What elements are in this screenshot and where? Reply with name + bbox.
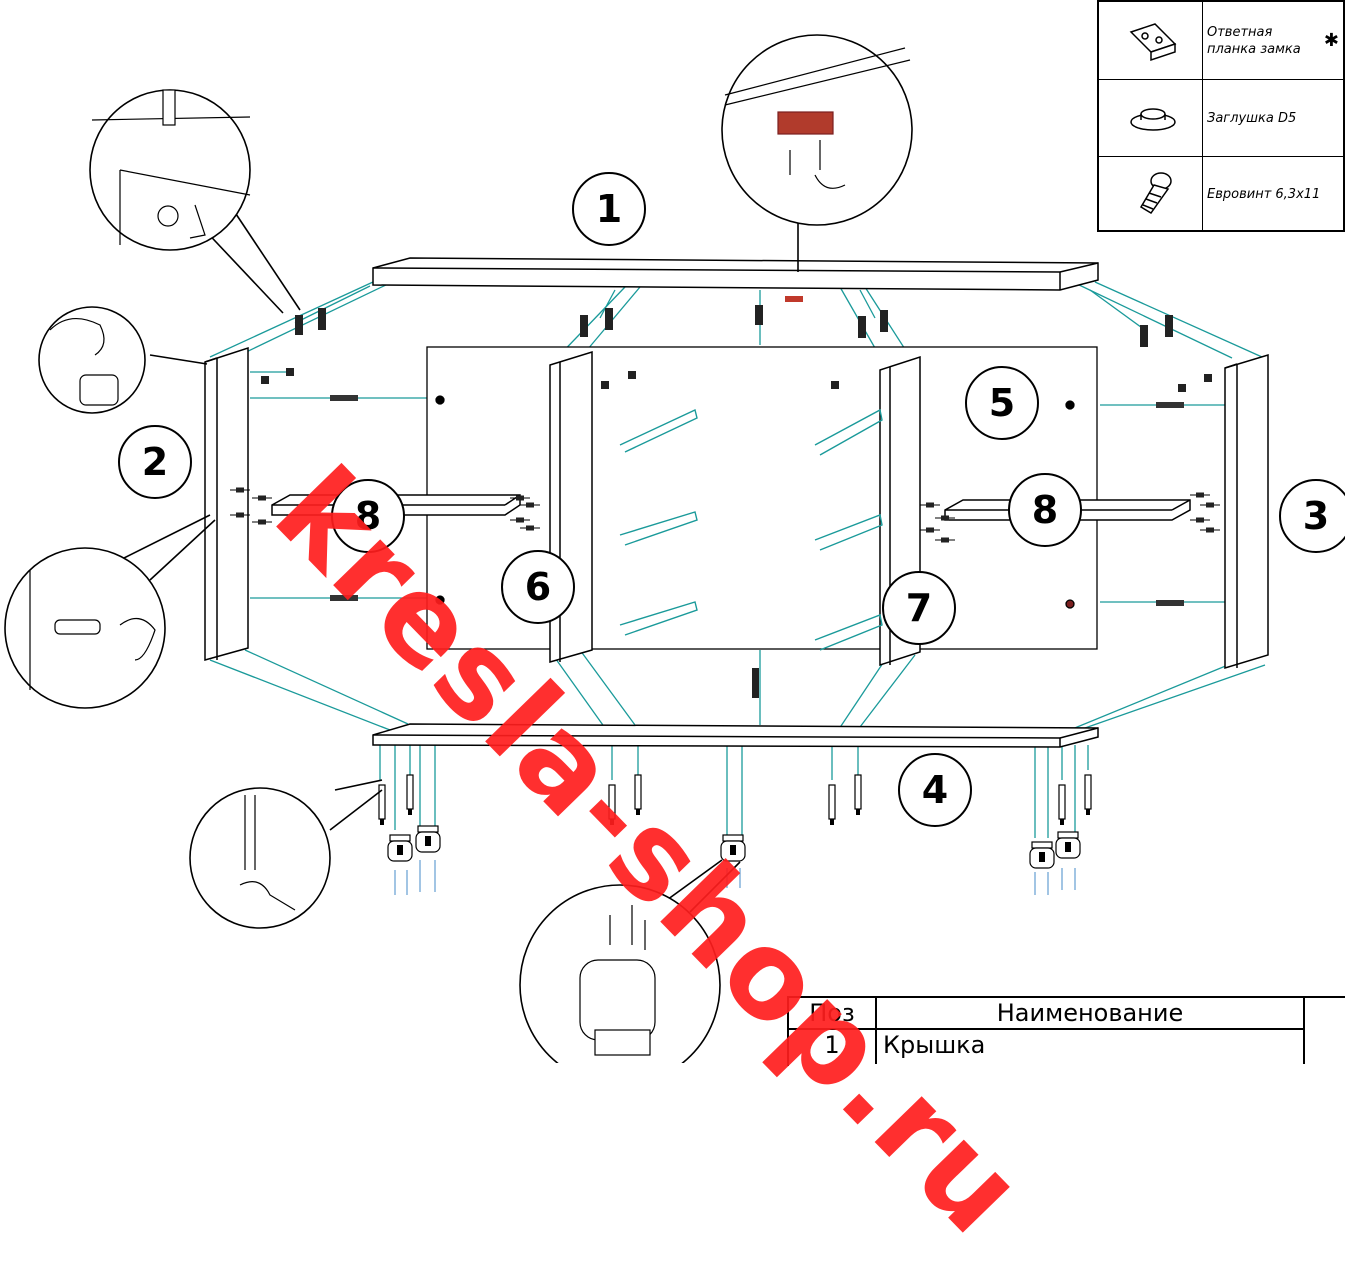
position-1: 1 xyxy=(572,172,646,246)
legend-row-cap-plug: Заглушка D5 xyxy=(1099,80,1343,157)
position-8-right: 8 xyxy=(1008,473,1082,547)
position-3: 3 xyxy=(1279,479,1345,553)
left-side-panel xyxy=(204,346,249,661)
position-8-right-label: 8 xyxy=(1032,488,1058,532)
cap-plug-icon xyxy=(1099,80,1203,156)
legs-and-casters xyxy=(378,774,1092,869)
bottom-panel xyxy=(372,723,1099,748)
position-4: 4 xyxy=(898,753,972,827)
position-6-label: 6 xyxy=(525,565,551,609)
strike-plate-icon xyxy=(1099,2,1203,79)
position-markers: 1 2 3 4 5 6 7 8 8 xyxy=(118,172,1345,827)
position-2-label: 2 xyxy=(142,440,168,484)
legend-row-euroscrew: Евровинт 6,3x11 xyxy=(1099,157,1343,232)
euroscrew-icon xyxy=(1099,157,1203,232)
legend-label-strike-plate: Ответная планка замка xyxy=(1207,24,1301,57)
drawer-rails xyxy=(619,408,883,651)
position-6: 6 xyxy=(501,550,575,624)
position-2: 2 xyxy=(118,425,192,499)
position-7: 7 xyxy=(882,571,956,645)
position-3-label: 3 xyxy=(1303,494,1329,538)
position-4-label: 4 xyxy=(922,768,948,812)
assembly-diagram: 1 2 3 4 5 6 7 8 8 xyxy=(4,34,1345,1063)
spec-header-pos: Поз xyxy=(789,998,877,1030)
legend-row-strike-plate: Ответная планка замка ✱ xyxy=(1099,2,1343,80)
position-5-label: 5 xyxy=(989,381,1015,425)
spec-header-name: Наименование xyxy=(877,998,1305,1030)
right-side-panel xyxy=(1224,353,1269,670)
spec-row-1-pos: 1 xyxy=(789,1030,877,1064)
position-7-label: 7 xyxy=(906,586,932,630)
legend-label-cap-plug: Заглушка D5 xyxy=(1207,110,1297,126)
callout-sketches xyxy=(29,47,911,1056)
spec-table: Поз Наименование 1 Крышка xyxy=(787,996,1345,1066)
fittings xyxy=(229,296,1221,698)
detail-callouts xyxy=(4,34,913,1063)
parts-legend: Ответная планка замка ✱ Заглушка D5 Евро… xyxy=(1097,0,1345,232)
position-8-left: 8 xyxy=(331,479,405,553)
spec-row-1-name: Крышка xyxy=(877,1030,1305,1064)
top-panel xyxy=(372,257,1099,291)
position-5: 5 xyxy=(965,366,1039,440)
legend-label-euroscrew: Евровинт 6,3x11 xyxy=(1207,187,1321,202)
asterisk-mark: ✱ xyxy=(1323,30,1339,51)
position-8-left-label: 8 xyxy=(355,494,381,538)
position-1-label: 1 xyxy=(596,187,622,231)
